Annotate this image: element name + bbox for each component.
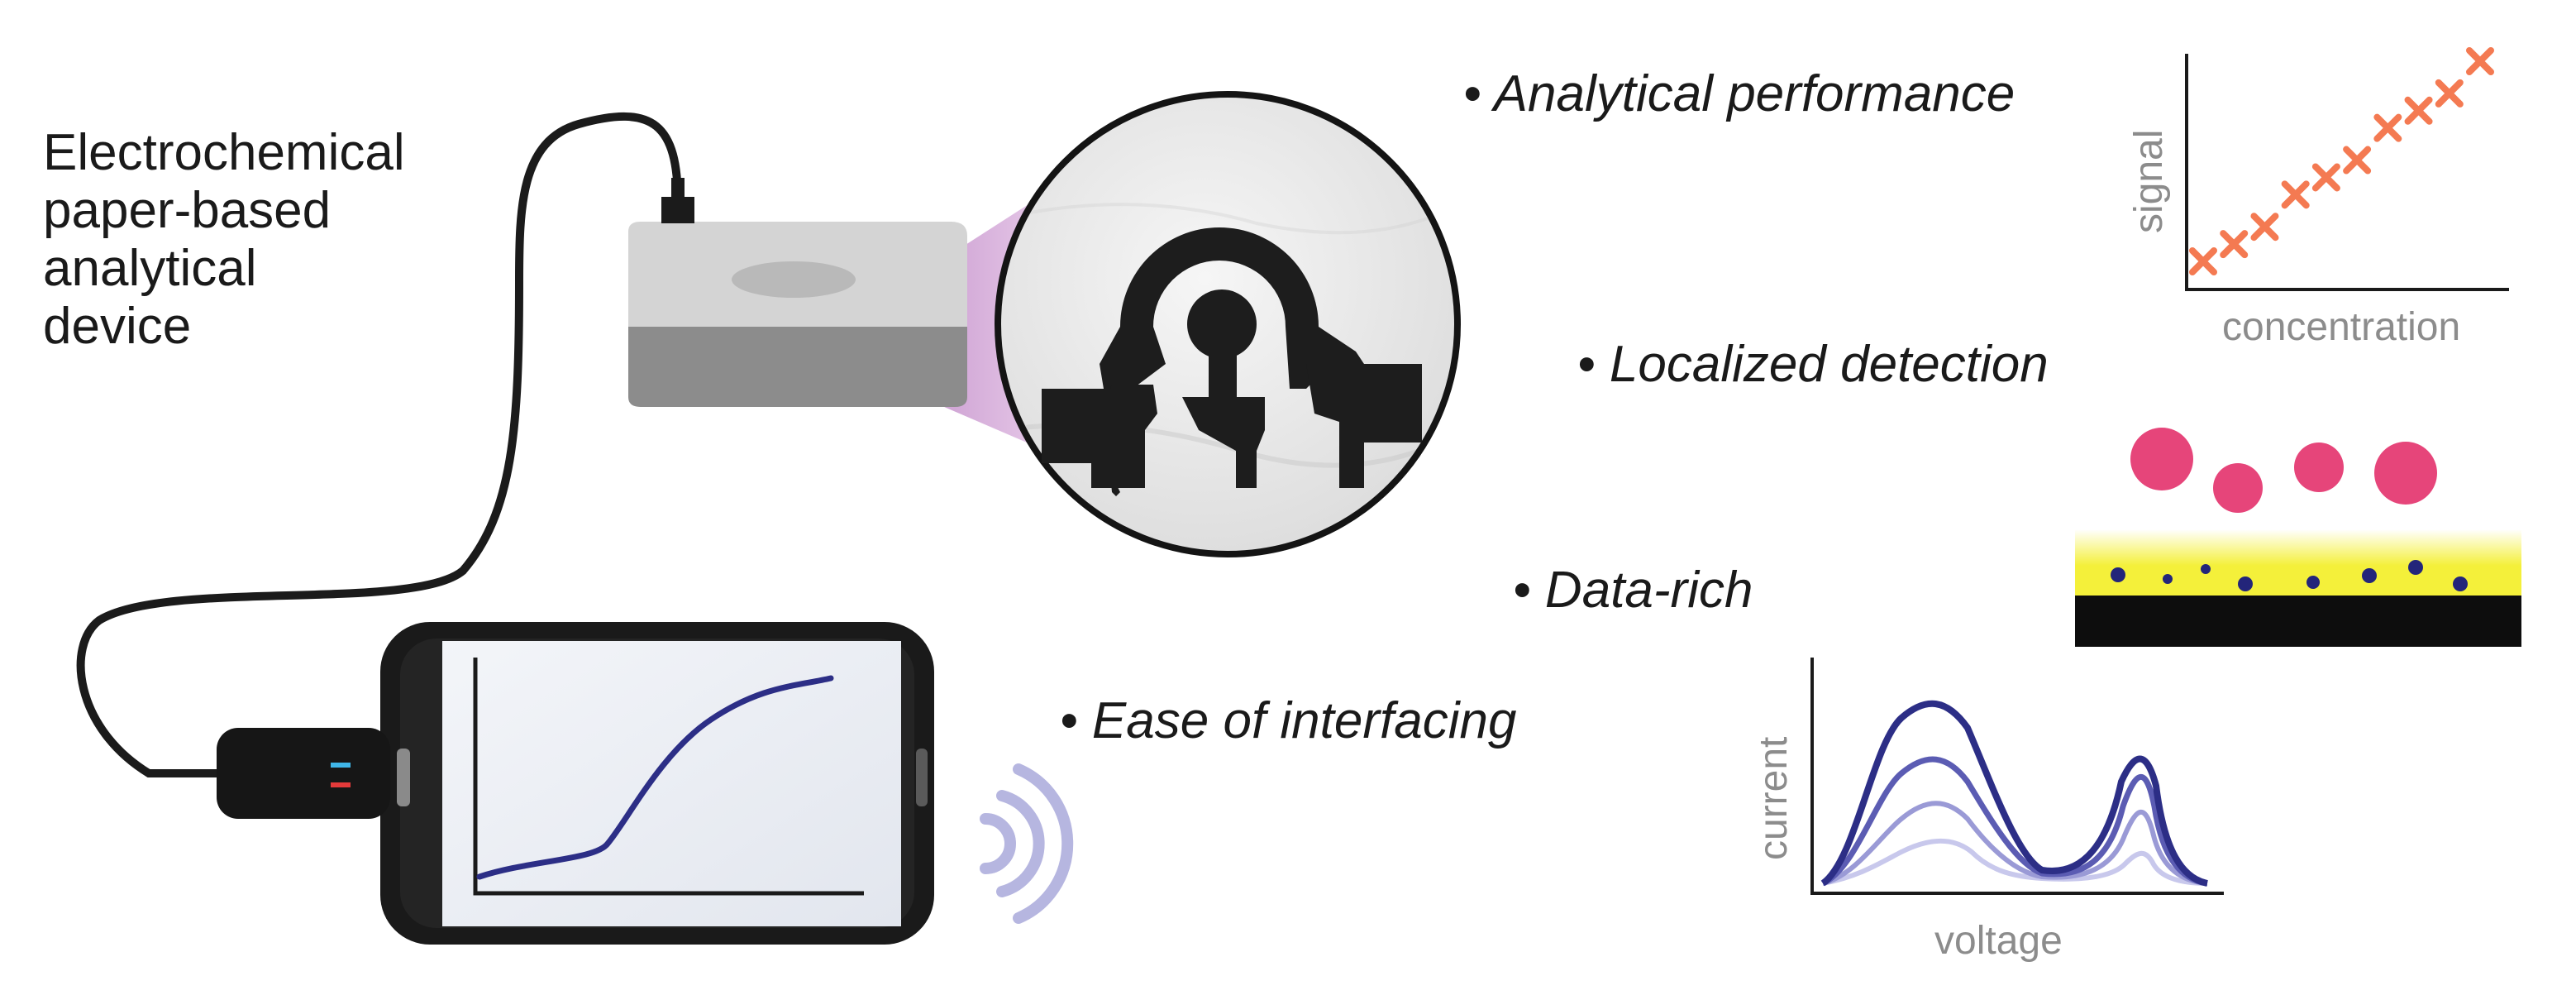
usb-cable	[76, 112, 682, 777]
calibration-marker	[2250, 213, 2279, 242]
calibration-xlabel: concentration	[2222, 305, 2461, 349]
bullet-analytical-performance: • Analytical performance	[1463, 65, 2015, 122]
paper-electrode-icon	[1042, 227, 1422, 496]
phone-dongle-icon	[217, 728, 390, 819]
calibration-marker	[2435, 79, 2464, 108]
calibration-ylabel: signal	[2127, 129, 2171, 233]
device-title-line-1: Electrochemical	[43, 124, 405, 181]
voltammogram-xlabel: voltage	[1934, 919, 2063, 963]
usb-connector-icon	[661, 178, 694, 223]
calibration-marker	[2220, 230, 2249, 259]
device-title-line-2: paper-based	[43, 182, 332, 239]
device-title-line-4: device	[43, 298, 192, 355]
calibration-marker	[2373, 113, 2402, 142]
device-title-line-3: analytical	[43, 240, 257, 297]
wireless-signal-icon	[980, 763, 1074, 924]
calibration-plot	[2185, 47, 2509, 291]
bullet-ease-of-interfacing: • Ease of interfacing	[1060, 692, 1517, 749]
localized-detection-schematic	[2075, 428, 2521, 647]
mini-potentiostat-icon	[628, 222, 967, 407]
calibration-marker	[2466, 47, 2494, 75]
device-title: Electrochemical paper-based analytical d…	[43, 124, 405, 356]
bullet-data-rich: • Data-rich	[1513, 562, 1753, 619]
calibration-marker	[2404, 96, 2433, 125]
voltammogram-ylabel: current	[1752, 736, 1796, 860]
calibration-marker	[2311, 163, 2340, 192]
calibration-markers	[2189, 47, 2494, 275]
smartphone-icon	[380, 622, 934, 945]
calibration-marker	[2281, 180, 2310, 209]
voltammogram-plot	[1810, 658, 2224, 895]
bullet-localized-detection: • Localized detection	[1577, 336, 2049, 393]
calibration-marker	[2189, 247, 2217, 275]
calibration-marker	[2343, 146, 2372, 175]
